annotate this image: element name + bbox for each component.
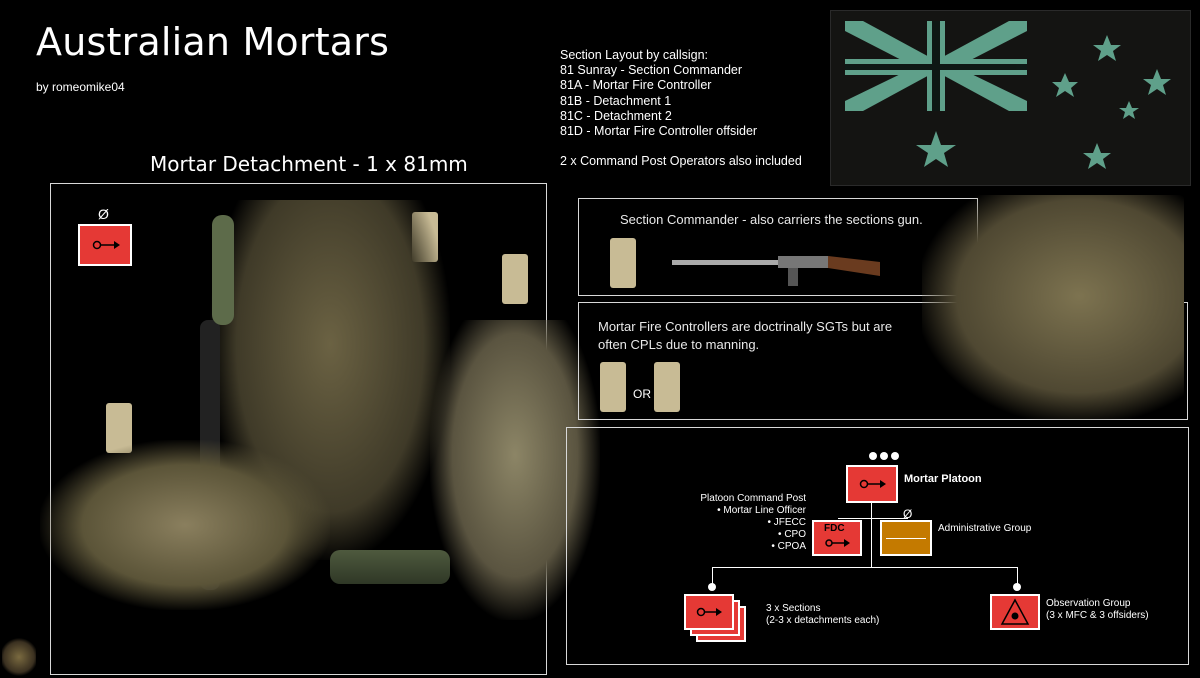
section-commander-text: Section Commander - also carriers the se…: [620, 212, 923, 227]
fdc-label: FDC: [824, 523, 845, 534]
callsign-list: Section Layout by callsign: 81 Sunray - …: [560, 48, 802, 169]
soldier-bracing-mortar-photo: [40, 440, 330, 610]
admin-group-symbol: [880, 520, 932, 556]
connector-line: [838, 518, 908, 519]
observation-pip-icon: [1013, 583, 1021, 591]
mfc-text: Mortar Fire Controllers are doctrinally …: [598, 318, 892, 354]
connector-line: [871, 518, 872, 568]
platoon-pips: [869, 452, 902, 462]
platoon-label: Mortar Platoon: [904, 473, 982, 485]
callsign-item: 81D - Mortar Fire Controller offsider: [560, 124, 758, 139]
mortar-unit-symbol: [78, 224, 132, 266]
sections-label-line: 3 x Sections: [766, 603, 821, 614]
org-chart-panel: [566, 427, 1189, 665]
mfc-panel: [578, 302, 1188, 420]
mortar-arrow-icon: [696, 607, 722, 617]
callsign-item: 81 Sunray - Section Commander: [560, 63, 743, 78]
callsign-note: 2 x Command Post Operators also included: [560, 154, 802, 169]
mfc-text-line: Mortar Fire Controllers are doctrinally …: [598, 319, 893, 334]
section-symbol: [684, 594, 734, 630]
australian-flag-patch: [830, 10, 1191, 186]
corporal-rank-slide-icon: [600, 362, 626, 412]
author-byline: by romeomike04: [36, 80, 125, 94]
pip-icon: [891, 452, 899, 460]
sergeant-rank-slide-icon: [654, 362, 680, 412]
observation-group-symbol: [990, 594, 1040, 630]
observation-triangle-icon: [1000, 598, 1030, 625]
observation-label: Observation Group (3 x MFC & 3 offsiders…: [1046, 598, 1149, 622]
platoon-symbol: [846, 465, 898, 503]
pip-icon: [869, 452, 877, 460]
machine-gun-graphic: [672, 256, 880, 286]
admin-divider: [886, 538, 926, 539]
command-post-title: Platoon Command Post: [700, 493, 806, 504]
admin-group-label: Administrative Group: [938, 523, 1032, 534]
null-symbol: Ø: [98, 206, 109, 222]
sections-label: 3 x Sections (2-3 x detachments each): [766, 603, 879, 627]
mortar-rounds-image: [330, 550, 450, 584]
observation-label-line: Observation Group: [1046, 598, 1131, 609]
flag-graphic: [845, 21, 1171, 169]
command-post-item: • CPOA: [771, 541, 806, 552]
command-post-item: • JFECC: [767, 517, 806, 528]
sections-label-line: (2-3 x detachments each): [766, 615, 880, 626]
corner-logo-image: [2, 638, 36, 676]
machine-gun-icon: [668, 248, 883, 293]
mfc-text-line: often CPLs due to manning.: [598, 337, 760, 352]
soldier-with-rounds-photo: [430, 320, 600, 620]
section-pip-icon: [708, 583, 716, 591]
rank-slide-icon: [502, 254, 528, 304]
observer-with-binoculars-photo: [922, 195, 1184, 420]
fdc-symbol: FDC: [812, 520, 862, 556]
or-label: OR: [633, 387, 651, 401]
mortar-arrow-icon: [825, 539, 850, 547]
connector-line: [1017, 567, 1018, 587]
callsign-item: 81B - Detachment 1: [560, 93, 672, 108]
mortar-arrow-icon: [92, 240, 120, 250]
command-post-item: • Mortar Line Officer: [717, 505, 806, 516]
page-title: Australian Mortars: [36, 20, 390, 64]
corporal-rank-slide-icon: [610, 238, 636, 288]
mortar-arrow-icon: [859, 479, 886, 489]
command-post-item: • CPO: [778, 529, 806, 540]
pip-icon: [880, 452, 888, 460]
admin-null-symbol: Ø: [903, 507, 913, 521]
detachment-heading: Mortar Detachment - 1 x 81mm: [150, 152, 468, 176]
callsign-heading: Section Layout by callsign:: [560, 48, 709, 62]
connector-line: [712, 567, 1018, 568]
observation-label-line: (3 x MFC & 3 offsiders): [1046, 610, 1149, 621]
connector-line: [712, 567, 713, 587]
command-post-list: Platoon Command Post • Mortar Line Offic…: [664, 493, 806, 553]
connector-line: [871, 503, 872, 519]
callsign-item: 81A - Mortar Fire Controller: [560, 78, 712, 93]
mortar-round-image: [212, 215, 234, 325]
callsign-item: 81C - Detachment 2: [560, 108, 672, 123]
